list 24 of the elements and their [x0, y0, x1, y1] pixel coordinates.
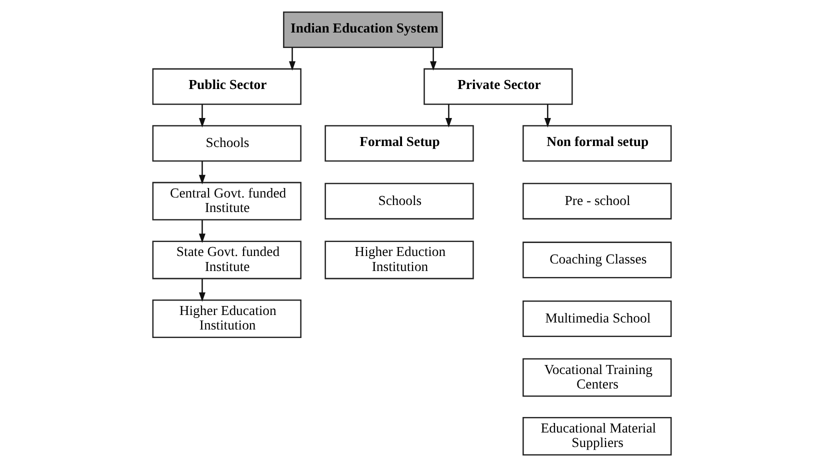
arrow: [198, 278, 206, 302]
node-box: Higher Eduction Institution: [324, 240, 474, 280]
node-box: Public Sector: [152, 68, 301, 105]
node-box: Non formal setup: [522, 125, 672, 162]
node-box: Schools: [152, 125, 301, 162]
node-box: Central Govt. funded Institute: [152, 182, 301, 220]
arrow: [444, 104, 452, 128]
arrow: [198, 220, 206, 243]
arrow: [430, 47, 436, 71]
arrow: [288, 47, 296, 71]
arrow: [198, 104, 206, 128]
node-box: Private Sector: [423, 68, 572, 105]
node-box: State Govt. funded Institute: [152, 240, 301, 280]
node-box: Higher Education Institution: [152, 299, 301, 338]
node-box: Pre - school: [522, 182, 672, 220]
arrow: [198, 161, 206, 184]
node-box: Formal Setup: [324, 125, 474, 162]
arrow: [544, 104, 550, 128]
node-box: Educational Material Suppliers: [522, 417, 672, 456]
node-box: Coaching Classes: [522, 242, 672, 278]
node-box: Multimedia School: [522, 300, 672, 337]
node-box: Schools: [324, 182, 474, 220]
node-box: Vocational Training Centers: [522, 358, 672, 397]
node-box: Indian Education System: [282, 12, 442, 48]
